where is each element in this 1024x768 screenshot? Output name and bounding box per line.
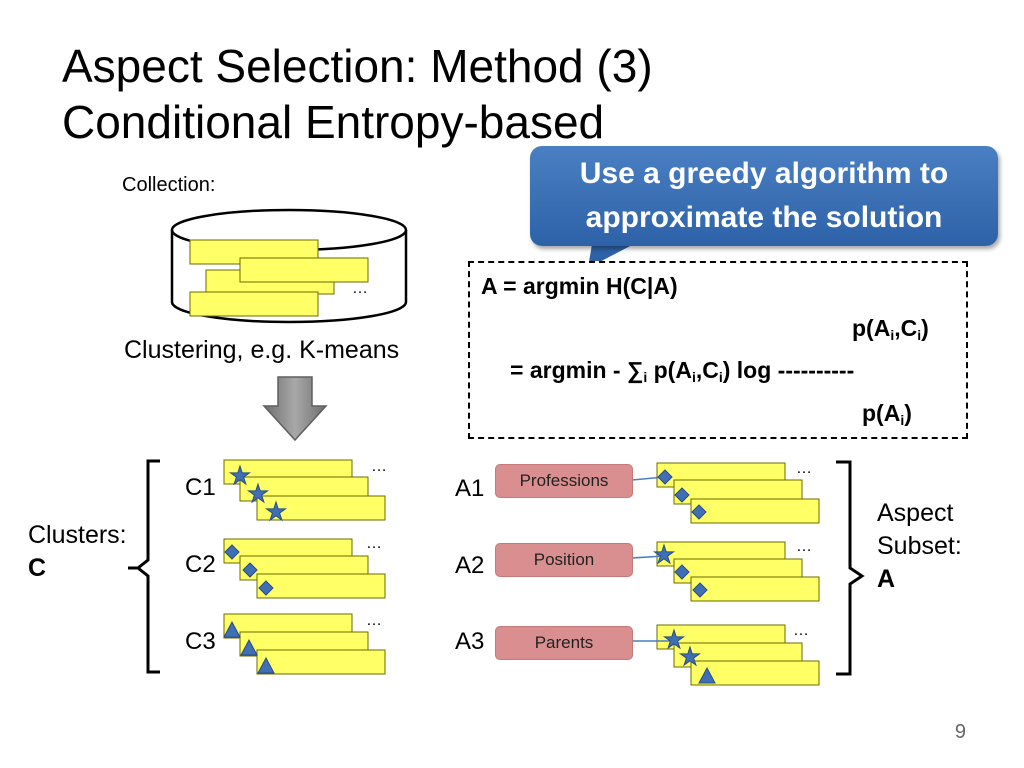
formula-box [468,261,968,439]
aspect-subset-symbol: A [877,565,896,593]
aspect-a1-ellipsis: … [796,460,812,477]
title-line-1: Aspect Selection: Method (3) [62,40,653,92]
diamond-icon [674,564,690,580]
callout-line-1: Use a greedy algorithm to [579,157,949,190]
diamond-icon [691,504,707,520]
diamond-icon [258,580,274,596]
clusters-brace [135,459,160,674]
callout-line-2: approximate the solution [585,201,943,234]
diamond-icon [242,562,258,578]
aspect-subset-line-2: Subset: [877,532,962,560]
aspect-a2-ellipsis: … [796,538,812,555]
clusters-label: Clusters: C [28,519,127,585]
down-arrow-icon [262,376,328,442]
cluster-c3-label: C3 [185,628,216,655]
a2-connector [631,555,665,559]
star-icon [652,543,676,565]
aspect-subset-brace [836,460,865,676]
diamond-icon [692,582,708,598]
star-icon [228,464,252,486]
aspect-a3-label: A3 [455,628,485,655]
cluster-c2-ellipsis: … [366,535,382,552]
aspect-a1-documents [656,462,820,524]
triangle-icon [257,656,275,674]
collection-ellipsis: … [352,280,368,297]
diamond-icon [674,487,690,503]
cluster-c2-documents [223,538,386,599]
formula-line-3: = argmin - ∑i p(Ai,Ci) log ---------- [510,357,855,385]
diamond-icon [224,544,240,560]
formula-numerator: p(Ai,Ci) [852,315,929,343]
title-line-2: Conditional Entropy-based [62,96,605,148]
triangle-icon [223,620,241,638]
aspect-a1-label: A1 [455,475,485,502]
cluster-c1-ellipsis: … [371,458,387,475]
cluster-c3-documents [223,613,386,675]
star-icon [264,500,288,522]
triangle-icon [240,638,258,656]
page-number: 9 [954,721,966,743]
aspect-a3-documents [656,624,820,686]
aspect-a3-ellipsis: … [793,622,809,639]
aspect-parents-box: Parents [495,626,633,660]
clusters-symbol: C [28,554,47,582]
cluster-c2-label: C2 [185,551,216,578]
cluster-c1-documents [223,459,386,521]
aspect-subset-label: Aspect Subset: A [877,497,962,596]
formula-line-1: A = argmin H(C|A) [481,273,678,299]
cluster-c3-ellipsis: … [366,612,382,629]
star-icon [678,645,702,667]
aspect-professions-box: Professions [495,464,633,498]
aspect-a2-documents [656,541,820,602]
collection-label: Collection: [122,174,216,196]
diamond-icon [657,469,673,485]
collection-documents [189,239,369,317]
cluster-c1-label: C1 [185,474,216,501]
clusters-label-text: Clusters: [28,521,127,549]
aspect-position-box: Position [495,543,633,577]
star-icon [246,482,270,504]
aspect-a2-label: A2 [455,552,485,579]
slide-title: Aspect Selection: Method (3) Conditional… [62,38,653,150]
clustering-label: Clustering, e.g. K-means [124,336,400,364]
triangle-icon [698,666,716,684]
aspect-subset-line-1: Aspect [877,499,954,527]
star-icon [662,628,686,650]
formula-denominator: p(Ai) [862,400,912,428]
greedy-callout: Use a greedy algorithm to approximate th… [530,146,998,246]
